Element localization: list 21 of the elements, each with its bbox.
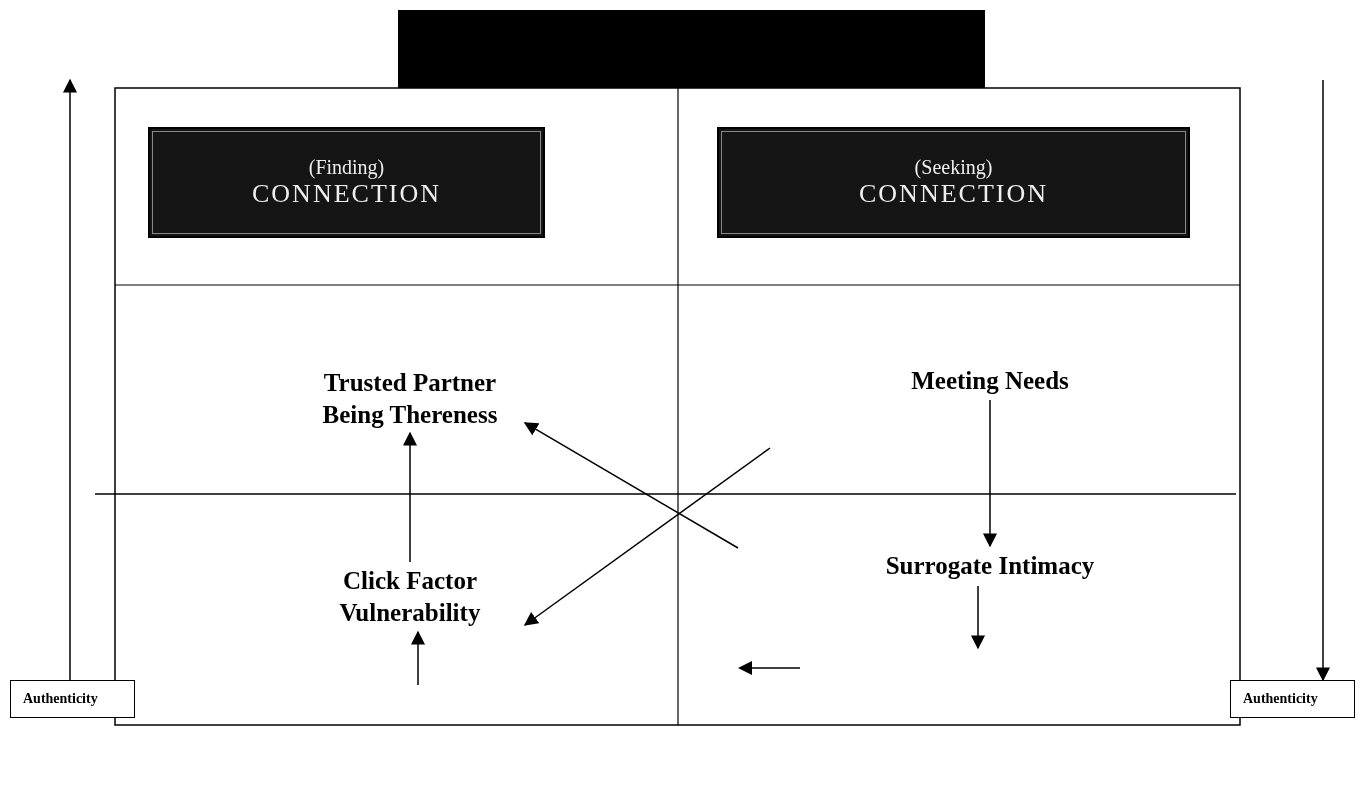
arrow	[523, 447, 771, 626]
title-bar	[398, 10, 985, 88]
arrow	[971, 585, 985, 650]
arrow	[403, 431, 417, 563]
header-box	[717, 127, 1190, 238]
quadrant-label: Trusted Partner Being Thereness	[295, 365, 525, 433]
header-subtitle: (Seeking)	[914, 156, 993, 179]
header-title: CONNECTION	[252, 179, 441, 209]
arrow	[411, 630, 425, 686]
header-box	[148, 127, 545, 238]
axis-label-box: Authenticity	[10, 680, 135, 718]
arrow	[523, 422, 739, 549]
arrow	[1316, 79, 1330, 682]
axis-label-box: Authenticity	[1230, 680, 1355, 718]
quadrant-label: Click Factor Vulnerability	[295, 562, 525, 632]
arrow	[983, 399, 997, 548]
quadrant-label: Surrogate Intimacy	[840, 546, 1140, 586]
quadrant-label: Meeting Needs	[840, 362, 1140, 400]
header-title: CONNECTION	[859, 179, 1048, 209]
arrow	[63, 78, 77, 681]
header-subtitle: (Finding)	[308, 156, 385, 179]
